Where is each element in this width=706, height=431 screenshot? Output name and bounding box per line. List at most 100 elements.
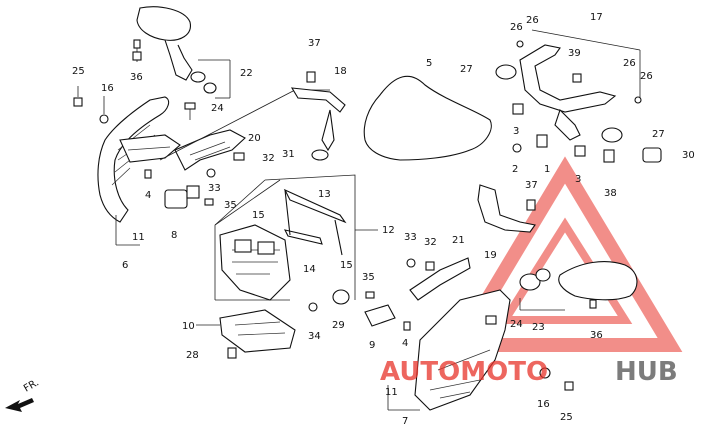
upper-stay-17 bbox=[519, 44, 617, 141]
windscreen-5 bbox=[363, 75, 492, 161]
clip-35-left bbox=[204, 198, 214, 206]
bolt-36-right bbox=[589, 299, 597, 309]
switch-8 bbox=[164, 185, 200, 209]
mirror-assembly bbox=[136, 6, 231, 99]
label-16-left: 16 bbox=[101, 83, 114, 94]
screw-24-right bbox=[485, 315, 497, 325]
label-3-a: 3 bbox=[513, 126, 519, 137]
bolt-32-left bbox=[233, 152, 245, 161]
label-28: 28 bbox=[186, 350, 199, 361]
grommet-29 bbox=[332, 289, 350, 305]
bolt-25-right bbox=[564, 381, 574, 391]
grommet-3-b bbox=[574, 145, 586, 157]
label-36-right: 36 bbox=[590, 330, 603, 341]
label-24-left: 24 bbox=[211, 103, 224, 114]
label-11-right: 11 bbox=[385, 387, 398, 398]
label-2: 2 bbox=[512, 164, 518, 175]
grommet-3-a bbox=[512, 103, 524, 115]
clip-30 bbox=[642, 147, 662, 163]
label-27-right: 27 bbox=[652, 129, 665, 140]
grommet-16-left bbox=[99, 96, 109, 124]
mirror-23 bbox=[519, 261, 638, 301]
label-38-right: 38 bbox=[604, 188, 617, 199]
label-19: 19 bbox=[484, 250, 497, 261]
watermark-text-a: AUTOMOTO bbox=[380, 357, 548, 387]
lower-cowl-right bbox=[414, 289, 511, 411]
bolt-25-left bbox=[73, 86, 83, 107]
label-15-b: 15 bbox=[340, 260, 353, 271]
label-25-left: 25 bbox=[72, 66, 85, 77]
label-22: 22 bbox=[240, 68, 253, 79]
label-30: 30 bbox=[682, 150, 695, 161]
clip-4-left bbox=[144, 169, 152, 179]
label-12: 12 bbox=[382, 225, 395, 236]
pipe-15 bbox=[284, 189, 343, 256]
label-16-right: 16 bbox=[537, 399, 550, 410]
label-25-right: 25 bbox=[560, 412, 573, 423]
label-23: 23 bbox=[532, 322, 545, 333]
bolt-28 bbox=[227, 347, 237, 359]
label-24-right: 24 bbox=[510, 319, 523, 330]
front-direction-arrow bbox=[5, 398, 34, 412]
label-26-c: 26 bbox=[623, 58, 636, 69]
bracket-21 bbox=[409, 257, 471, 301]
label-34: 34 bbox=[308, 331, 321, 342]
label-5: 5 bbox=[426, 58, 432, 69]
label-4-left: 4 bbox=[145, 190, 151, 201]
label-6: 6 bbox=[122, 260, 128, 271]
label-20: 20 bbox=[248, 133, 261, 144]
label-13: 13 bbox=[318, 189, 331, 200]
label-10: 10 bbox=[182, 321, 195, 332]
clip-35-center bbox=[365, 291, 375, 299]
bolt-34 bbox=[308, 302, 318, 312]
label-26-a: 26 bbox=[510, 22, 523, 33]
stay-19 bbox=[477, 184, 536, 233]
label-29: 29 bbox=[332, 320, 345, 331]
inner-cowl-left bbox=[97, 96, 181, 223]
label-37-right: 37 bbox=[525, 180, 538, 191]
front-direction-label: FR. bbox=[22, 377, 41, 394]
clip-4-center bbox=[403, 321, 411, 331]
label-15-a: 15 bbox=[252, 210, 265, 221]
inner-panel-20 bbox=[174, 129, 246, 171]
label-32-left: 32 bbox=[262, 153, 275, 164]
label-21: 21 bbox=[452, 235, 465, 246]
label-26-d: 26 bbox=[640, 71, 653, 82]
label-33-left: 33 bbox=[208, 183, 221, 194]
label-7: 7 bbox=[402, 416, 408, 427]
label-8: 8 bbox=[171, 230, 177, 241]
meter-panel-12 bbox=[219, 224, 291, 301]
label-35-left: 35 bbox=[224, 200, 237, 211]
label-26-b: 26 bbox=[526, 15, 539, 26]
bolt-37-right bbox=[526, 199, 536, 211]
stay-bracket-18 bbox=[290, 87, 346, 152]
nut-33-center bbox=[406, 258, 416, 268]
label-11-left: 11 bbox=[132, 232, 145, 243]
bracket-9 bbox=[364, 304, 396, 327]
under-cover-10 bbox=[219, 309, 296, 353]
screw-24-left bbox=[184, 102, 196, 120]
pipe-14 bbox=[283, 229, 323, 245]
bolt-32-center bbox=[425, 261, 435, 271]
label-1: 1 bbox=[544, 164, 550, 175]
label-27-left: 27 bbox=[460, 64, 473, 75]
nut-26-d bbox=[634, 96, 642, 104]
label-14: 14 bbox=[303, 264, 316, 275]
nut-33-left bbox=[206, 168, 216, 178]
bolt-38-right bbox=[603, 149, 615, 163]
label-35-center: 35 bbox=[362, 272, 375, 283]
label-18: 18 bbox=[334, 66, 347, 77]
label-17: 17 bbox=[590, 12, 603, 23]
label-32-center: 32 bbox=[424, 237, 437, 248]
watermark-text-b: HUB bbox=[615, 357, 678, 387]
label-33-center: 33 bbox=[404, 232, 417, 243]
label-36-top: 36 bbox=[130, 72, 143, 83]
clamp-27-left bbox=[495, 64, 517, 80]
label-37-center: 37 bbox=[308, 38, 321, 49]
label-9: 9 bbox=[369, 340, 375, 351]
clamp-31 bbox=[311, 149, 329, 161]
bolt-37-center bbox=[306, 71, 316, 83]
bolt-39 bbox=[572, 73, 582, 83]
nut-26-a bbox=[516, 40, 524, 48]
